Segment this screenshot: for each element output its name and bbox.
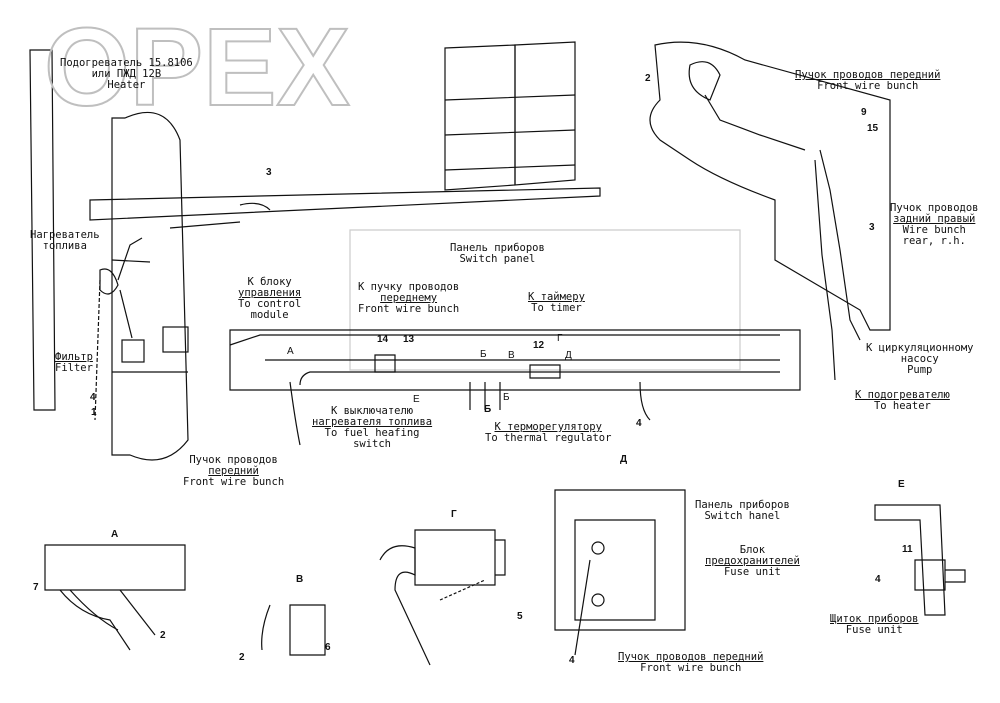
label-dash-fuse: Щиток приборов Fuse unit <box>830 613 919 636</box>
label-to-timer: К таймеру To timer <box>528 291 585 314</box>
part-number: 4 <box>875 574 881 585</box>
label-control-module: К блоку управления To control module <box>238 276 302 321</box>
part-number: 15 <box>867 123 879 134</box>
watermark: OPEX <box>43 5 351 130</box>
arrow-letter-v: В <box>508 350 515 361</box>
label-to-heater: К подогревателю To heater <box>855 389 950 412</box>
right-inset-panel <box>649 41 891 331</box>
label-front-bunch-low: Пучок проводов передний Front wire bunch <box>183 454 285 488</box>
view-letter-b: Б <box>484 404 492 415</box>
arrow-letter-a: А <box>287 346 294 357</box>
part-number: 5 <box>517 611 523 622</box>
label-rear-bunch: Пучок проводов задний правый Wire bunch … <box>890 202 979 247</box>
part-number: 11 <box>902 544 913 555</box>
fuel-heater <box>99 268 119 295</box>
detail-a-wires <box>59 589 131 651</box>
bunch-front <box>704 94 806 151</box>
view-letter-d: Д <box>620 454 628 465</box>
heater-box <box>121 339 145 363</box>
detail-d-panel <box>554 489 686 631</box>
watermark-text: OPEX <box>44 6 350 129</box>
part-number: 4 <box>636 418 642 429</box>
part-number: 13 <box>403 334 415 345</box>
detail-e-bracket <box>874 504 946 616</box>
part-number: 14 <box>377 334 389 345</box>
detail-g-relay <box>414 529 496 586</box>
view-letter-g: Г <box>451 509 457 520</box>
part-number: 4 <box>569 655 575 666</box>
part-number: 1 <box>91 407 97 418</box>
part-number: 3 <box>869 222 875 233</box>
view-letter-e: Е <box>898 479 905 490</box>
bunch-rear <box>819 149 861 341</box>
label-front-bunch-bottom: Пучок проводов передний Front wire bunch <box>618 651 764 674</box>
part-number: 2 <box>239 652 245 663</box>
arrow-letter-e: Е <box>413 394 420 405</box>
detail-g-tube <box>379 545 431 666</box>
detail-a-block <box>44 544 186 591</box>
label-filter: Фильтр Filter <box>55 351 93 374</box>
connector-top <box>688 61 721 101</box>
tank-right <box>514 41 576 186</box>
part-number: 7 <box>33 582 39 593</box>
clip-14 <box>374 354 396 373</box>
view-letter-a: А <box>111 529 119 540</box>
part-number: 4 <box>90 392 96 403</box>
label-front-bunch-top: Пучок проводов передний Front wire bunch <box>795 69 941 92</box>
pipe-1 <box>94 279 101 421</box>
part-number: 2 <box>645 73 651 84</box>
label-switch-panel: Панель приборов Switch panel <box>450 242 545 265</box>
arrow-letter-g: Г <box>557 333 563 344</box>
wire-3 <box>239 202 271 211</box>
arrow-letter-b2: Б <box>503 392 510 403</box>
label-heater: Подогреватель 15.8106 или ПЖД 12В Heater <box>60 57 193 91</box>
arrow-letter-b1: Б <box>480 349 487 360</box>
label-panel-detail: Панель приборов Switch hanel <box>695 499 790 522</box>
part-number: 2 <box>160 630 166 641</box>
detail-v-block <box>289 604 326 656</box>
bracket <box>162 326 189 353</box>
part-number: 6 <box>325 642 331 653</box>
harness-left <box>289 381 301 446</box>
dash-connector <box>914 559 946 591</box>
arrow-letter-d: Д <box>565 350 572 361</box>
label-fuel-heater: Нагреватель топлива <box>30 229 100 252</box>
cab-side-panel <box>111 111 189 461</box>
part-number: 3 <box>266 167 272 178</box>
part-number: 12 <box>533 340 545 351</box>
label-fuse-unit: Блок предохранителей Fuse unit <box>705 544 800 578</box>
label-fuel-switch: К выключателю нагревателя топлива To fue… <box>312 405 433 450</box>
dash-bar <box>229 329 801 391</box>
frame-post-left <box>29 49 56 411</box>
chassis-beam <box>89 187 601 221</box>
part-number: 9 <box>861 107 867 118</box>
view-letter-v: В <box>296 574 304 585</box>
clip-12 <box>529 364 561 379</box>
label-thermal-reg: К терморегулятору To thermal regulator <box>485 421 612 444</box>
label-to-front-bunch: К пучку проводов переднему Front wire bu… <box>358 281 460 315</box>
fuse-box <box>574 519 656 621</box>
harness-right <box>639 381 651 421</box>
label-pump: К циркуляционному насосу Pump <box>866 342 974 376</box>
